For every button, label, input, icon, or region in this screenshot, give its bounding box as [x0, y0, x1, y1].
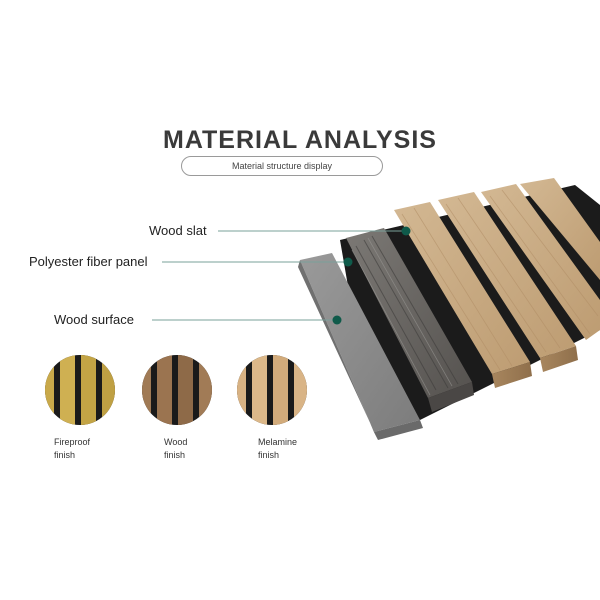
finish-label-wood: Wood finish [164, 436, 234, 462]
wood-surface-layer [298, 253, 423, 440]
finish-label-line2: finish [54, 450, 76, 460]
finish-label-line2: finish [164, 450, 186, 460]
callout-dot-wood-slat [401, 226, 411, 236]
callout-dot-polyester [343, 257, 353, 267]
callout-polyester-fiber-panel: Polyester fiber panel [29, 254, 148, 269]
oak-slat-1 [394, 202, 532, 388]
oak-slat-4 [520, 178, 600, 280]
finish-label-line1: Wood [164, 437, 188, 447]
subtitle-pill: Material structure display [181, 156, 383, 176]
grey-wood-slat [346, 228, 474, 412]
finish-label-melamine: Melamine finish [258, 436, 328, 462]
finish-label-fireproof: Fireproof finish [54, 436, 124, 462]
finish-label-line2: finish [258, 450, 280, 460]
oak-slat-2 [438, 192, 578, 372]
swatch-melamine [237, 355, 307, 425]
swatch-fireproof [45, 355, 115, 425]
finish-label-line1: Fireproof [54, 437, 91, 447]
callout-wood-slat: Wood slat [149, 223, 207, 238]
oak-slat-3 [481, 184, 600, 340]
callout-dot-wood-surface [332, 315, 342, 325]
callout-wood-surface: Wood surface [54, 312, 134, 327]
swatch-wood [142, 355, 212, 425]
finish-label-line1: Melamine [258, 437, 298, 447]
page-title: MATERIAL ANALYSIS [163, 126, 437, 154]
